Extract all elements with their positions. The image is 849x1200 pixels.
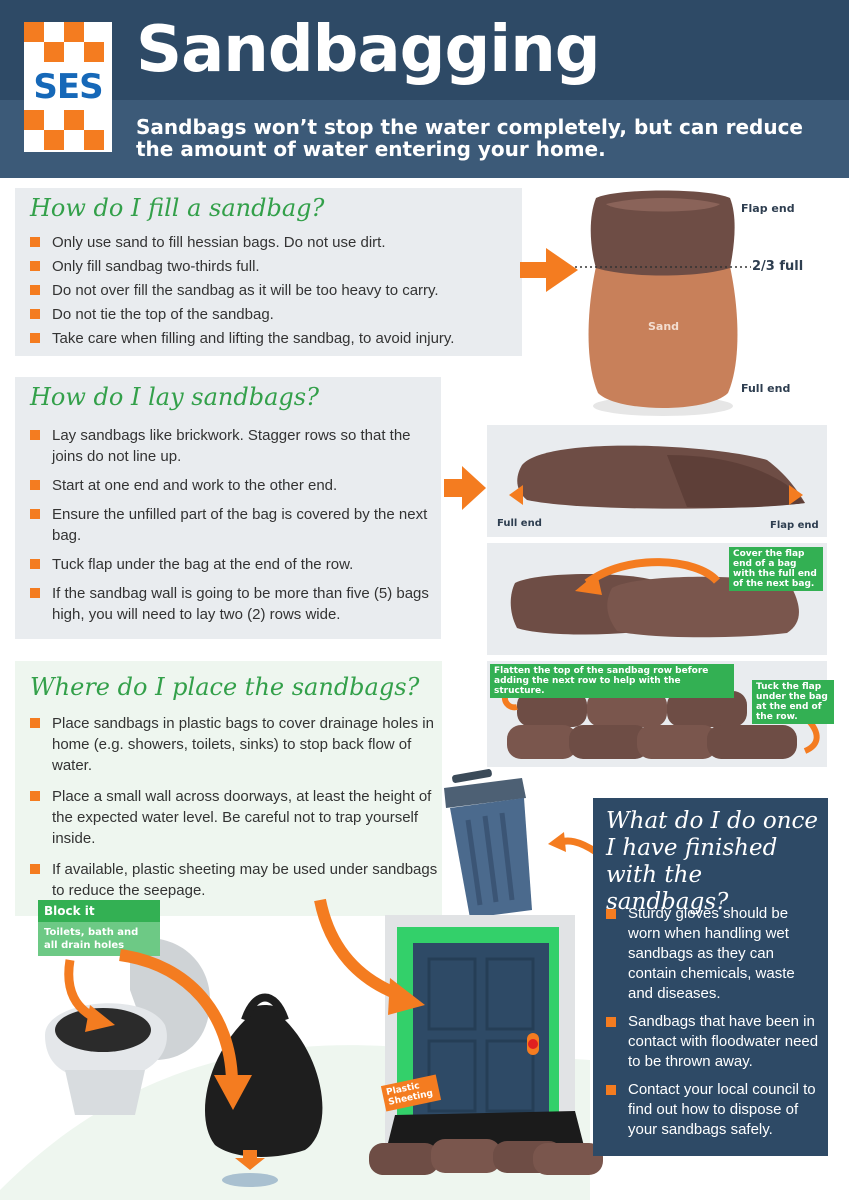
place-list: Place sandbags in plastic bags to cover … (26, 713, 440, 901)
label-sand: Sand (648, 320, 680, 333)
wheelie-bin-illustration (444, 769, 532, 918)
place-panel (15, 661, 442, 916)
list-item: Lay sandbags like brickwork. Stagger row… (26, 425, 436, 467)
fill-level-line (575, 266, 751, 268)
fill-list: Only use sand to fill hessian bags. Do n… (26, 232, 516, 349)
list-item: Sandbags that have been in contact with … (602, 1012, 822, 1072)
list-item: If available, plastic sheeting may be us… (26, 859, 440, 901)
block-it-text: Toilets, bath and all drain holes (38, 922, 160, 956)
place-heading: Where do I place the sandbags? (30, 673, 420, 701)
list-item: Take care when filling and lifting the s… (26, 328, 516, 349)
label-two-thirds: 2/3 full (752, 259, 804, 274)
arrow-right-icon (444, 466, 486, 510)
callout-flatten: Flatten the top of the sandbag row befor… (490, 664, 734, 698)
label-full-end: Full end (741, 382, 791, 395)
finish-panel (593, 798, 828, 1156)
header-band (0, 0, 849, 100)
label-flap-end: Flap end (741, 202, 795, 215)
label-full-end: Full end (497, 518, 542, 529)
lay-panel (15, 377, 441, 639)
ses-logo: SES (24, 22, 112, 152)
list-item: Place a small wall across doorways, at l… (26, 786, 440, 849)
arrow-right-icon (520, 248, 578, 292)
lay-list: Lay sandbags like brickwork. Stagger row… (26, 425, 436, 625)
list-item: Place sandbags in plastic bags to cover … (26, 713, 440, 776)
fill-heading: How do I fill a sandbag? (30, 194, 325, 222)
arrow-down-icon (64, 959, 115, 1032)
finish-list: Sturdy gloves should be worn when handli… (602, 904, 822, 1140)
arrow-curved-down-icon (119, 949, 252, 1110)
sandbag-lying-illustration (509, 445, 805, 509)
list-item: If the sandbag wall is going to be more … (26, 583, 436, 625)
finish-heading: What do I do once I have finished with t… (606, 808, 819, 915)
callout-cover-flap: Cover the flap end of a bag with the ful… (729, 547, 823, 591)
logo-text: SES (33, 67, 103, 107)
list-item: Do not over fill the sandbag as it will … (26, 280, 516, 301)
list-item: Do not tie the top of the sandbag. (26, 304, 516, 325)
subheader-band (0, 100, 849, 178)
sandbag-overlap-illustration (510, 558, 799, 638)
list-item: Ensure the unfilled part of the bag is c… (26, 504, 436, 546)
page-subtitle: Sandbags won’t stop the water completely… (136, 115, 803, 161)
callout-tuck: Tuck the flap under the bag at the end o… (752, 680, 834, 724)
sandbag-wall-illustration (501, 689, 820, 759)
lay-heading: How do I lay sandbags? (30, 383, 319, 411)
list-item: Only fill sandbag two-thirds full. (26, 256, 516, 277)
block-it-title: Block it (38, 900, 160, 922)
garbage-bag-illustration (205, 993, 323, 1157)
label-flap-end: Flap end (770, 520, 819, 531)
list-item: Contact your local council to find out h… (602, 1080, 822, 1140)
block-it-callout: Block it Toilets, bath and all drain hol… (38, 900, 160, 970)
list-item: Tuck flap under the bag at the end of th… (26, 554, 436, 575)
list-item: Sturdy gloves should be worn when handli… (602, 904, 822, 1004)
fill-panel (15, 188, 522, 356)
page-title: Sandbagging (136, 13, 601, 87)
list-item: Start at one end and work to the other e… (26, 475, 436, 496)
arrow-curved-down-icon (314, 898, 425, 1015)
list-item: Only use sand to fill hessian bags. Do n… (26, 232, 516, 253)
sandbag-row-illustration (369, 1139, 603, 1175)
arrow-left-icon (548, 832, 598, 855)
sandbag-upright-illustration (588, 190, 738, 416)
drain-illustration (222, 1150, 278, 1187)
